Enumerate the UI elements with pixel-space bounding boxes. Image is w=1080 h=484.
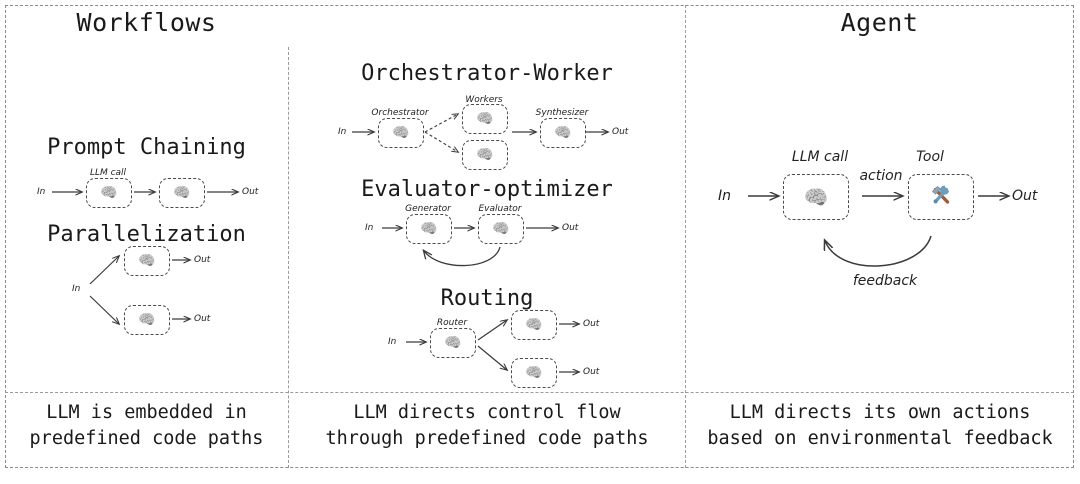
orchestrator-node: 🧠 bbox=[378, 118, 424, 148]
generator-label: Generator bbox=[405, 204, 451, 214]
synthesizer-node: 🧠 bbox=[540, 118, 586, 148]
caption-agent: LLM directs its own actions based on env… bbox=[687, 400, 1073, 452]
brain-icon: 🧠 bbox=[444, 335, 462, 351]
evaluator-optimizer-in-label: In bbox=[365, 223, 374, 233]
brain-icon: 🧠 bbox=[525, 317, 543, 333]
brain-icon: 🧠 bbox=[100, 185, 118, 201]
agent-action-label: action bbox=[859, 168, 903, 184]
outer-frame bbox=[5, 5, 1074, 468]
orchestrator-worker-in-label: In bbox=[338, 127, 347, 137]
brain-icon: 🧠 bbox=[420, 221, 438, 237]
brain-icon: 🧠 bbox=[492, 221, 510, 237]
evaluator-optimizer-out-label: Out bbox=[562, 223, 579, 233]
parallelization-out-top-label: Out bbox=[194, 255, 211, 265]
section-title-orchestrator-worker: Orchestrator-Worker bbox=[361, 61, 613, 86]
agent-in-label: In bbox=[718, 188, 732, 204]
evaluator-node: 🧠 bbox=[478, 214, 524, 244]
brain-icon: 🧠 bbox=[803, 185, 829, 209]
brain-icon: 🧠 bbox=[173, 185, 191, 201]
routing-target-node-top: 🧠 bbox=[511, 310, 557, 340]
orchestrator-worker-out-label: Out bbox=[612, 127, 629, 137]
routing-out-bottom-label: Out bbox=[583, 367, 600, 377]
agent-llm-call-label: LLM call bbox=[791, 149, 849, 165]
router-label: Router bbox=[436, 318, 468, 328]
caption-divider bbox=[5, 392, 1074, 393]
synthesizer-label: Synthesizer bbox=[535, 108, 589, 118]
caption-workflows-right: LLM directs control flow through predefi… bbox=[290, 400, 684, 452]
caption-line: LLM is embedded in bbox=[46, 402, 247, 423]
routing-in-label: In bbox=[388, 337, 397, 347]
section-title-parallelization: Parallelization bbox=[47, 222, 246, 247]
caption-line: through predefined code paths bbox=[325, 428, 649, 449]
agent-llm-node: 🧠 bbox=[783, 174, 849, 220]
router-node: 🧠 bbox=[430, 328, 476, 358]
column-divider-2 bbox=[685, 5, 686, 468]
brain-icon: 🧠 bbox=[138, 253, 156, 269]
agent-out-label: Out bbox=[1012, 188, 1038, 204]
orchestrator-label: Orchestrator bbox=[371, 108, 429, 118]
prompt-chaining-llm-node-2: 🧠 bbox=[159, 178, 205, 208]
agent-tool-node bbox=[908, 174, 974, 220]
section-title-evaluator-optimizer: Evaluator-optimizer bbox=[361, 177, 613, 202]
parallelization-llm-node-top: 🧠 bbox=[124, 246, 170, 276]
brain-icon: 🧠 bbox=[554, 125, 572, 141]
parallelization-in-label: In bbox=[72, 284, 81, 294]
parallelization-out-bottom-label: Out bbox=[194, 314, 211, 324]
caption-line: LLM directs its own actions bbox=[729, 402, 1031, 423]
section-title-routing: Routing bbox=[440, 286, 534, 311]
parallelization-llm-node-bottom: 🧠 bbox=[124, 305, 170, 335]
caption-workflows-left: LLM is embedded in predefined code paths bbox=[6, 400, 287, 452]
brain-icon: 🧠 bbox=[476, 147, 494, 163]
routing-out-top-label: Out bbox=[583, 319, 600, 329]
brain-icon: 🧠 bbox=[525, 365, 543, 381]
workers-label: Workers bbox=[465, 95, 503, 105]
prompt-chaining-llm-node-1: 🧠 bbox=[86, 178, 132, 208]
tool-icon bbox=[927, 181, 955, 213]
section-title-prompt-chaining: Prompt Chaining bbox=[47, 135, 246, 160]
brain-icon: 🧠 bbox=[138, 312, 156, 328]
prompt-chaining-node-label: LLM call bbox=[89, 168, 127, 178]
caption-line: LLM directs control flow bbox=[353, 402, 621, 423]
agent-feedback-label: feedback bbox=[852, 273, 918, 289]
evaluator-label: Evaluator bbox=[478, 204, 522, 214]
worker-node-top: 🧠 bbox=[462, 104, 508, 134]
routing-target-node-bottom: 🧠 bbox=[511, 358, 557, 388]
column-title-workflows: Workflows bbox=[76, 8, 217, 37]
generator-node: 🧠 bbox=[406, 214, 452, 244]
brain-icon: 🧠 bbox=[476, 111, 494, 127]
column-divider-1 bbox=[288, 47, 289, 468]
prompt-chaining-in-label: In bbox=[37, 187, 46, 197]
caption-line: predefined code paths bbox=[29, 428, 264, 449]
worker-node-bottom: 🧠 bbox=[462, 140, 508, 170]
caption-line: based on environmental feedback bbox=[707, 428, 1053, 449]
brain-icon: 🧠 bbox=[392, 125, 410, 141]
prompt-chaining-out-label: Out bbox=[242, 187, 259, 197]
column-title-agent: Agent bbox=[840, 8, 919, 37]
agent-tool-label: Tool bbox=[916, 149, 944, 165]
